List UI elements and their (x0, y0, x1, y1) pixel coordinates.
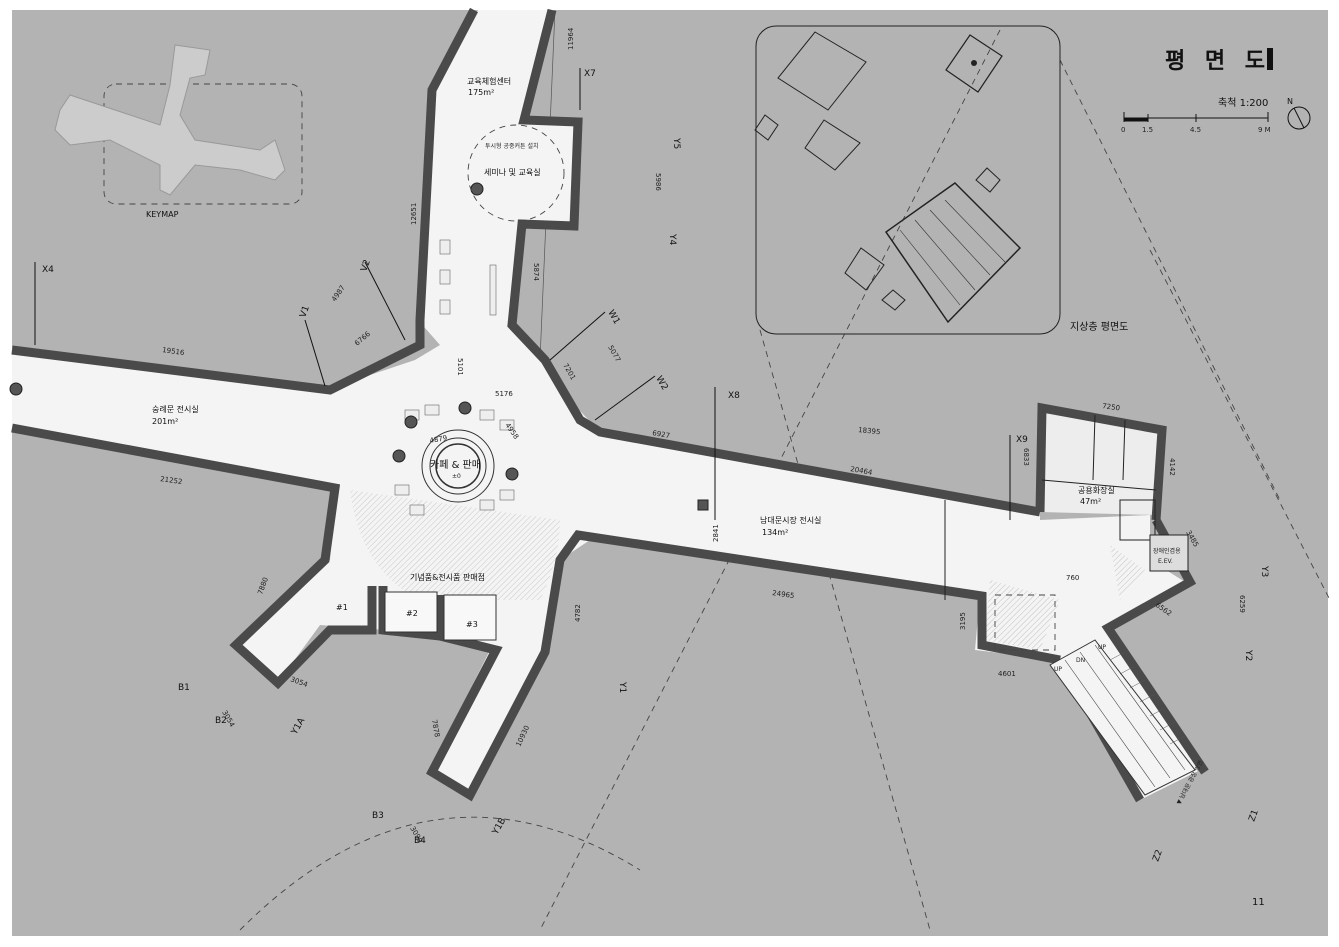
drawing-title: 평 면 도 (1165, 49, 1271, 74)
room-cafe: 카페 & 판매 (430, 459, 481, 471)
room-namdaemun-area: 134m² (762, 528, 788, 537)
scale-tick-2: 4.5 (1190, 126, 1201, 134)
dim-7878: 7878 (430, 719, 441, 738)
scale-tick-0: 0 (1121, 126, 1125, 134)
columns (9, 182, 709, 511)
room-restroom-area: 47m² (1080, 497, 1101, 506)
north-arrow (1287, 106, 1311, 130)
axis-x9: X9 (1016, 435, 1028, 445)
room-namdaemun: 남대문시장 전시실 (760, 515, 821, 525)
axis-w1: W1 (605, 309, 621, 327)
room-souvenir: 기념품&전시품 판매점 (410, 572, 485, 582)
room-sungnyemun: 숭례문 전시실 (152, 404, 199, 414)
axis-b3: B3 (372, 811, 384, 821)
dim-5874: 5874 (532, 263, 540, 281)
dim-2841: 2841 (712, 524, 720, 542)
axis-v1: V1 (298, 304, 311, 319)
dim-6259: 6259 (1238, 595, 1246, 613)
axis-b2: B2 (215, 716, 227, 726)
dim-5986: 5986 (654, 173, 662, 191)
axis-y1a: Y1A (289, 716, 307, 738)
dim-6927: 6927 (652, 429, 671, 440)
axis-x7: X7 (584, 69, 596, 79)
axis-z2: Z2 (1151, 848, 1164, 863)
shop-2: #2 (406, 609, 418, 618)
floor-hatching (350, 490, 1145, 650)
axis-y3: Y3 (1259, 565, 1269, 577)
axis-y1: Y1 (617, 681, 627, 693)
dim-4142: 4142 (1168, 458, 1176, 476)
scale-label: 축척 1:200 (1218, 97, 1268, 109)
stair-dn-label: DN (1076, 657, 1085, 664)
dim-24965: 24965 (772, 589, 795, 600)
dim-5077: 5077 (606, 344, 622, 363)
dim-18395: 18395 (858, 426, 881, 436)
scale-bar (1123, 112, 1269, 122)
room-education-center: 교육체험센터 (467, 76, 511, 86)
dim-10930: 10930 (515, 724, 532, 748)
dim-12651: 12651 (410, 203, 418, 225)
inset-ground-plan (754, 25, 1061, 335)
furniture (394, 239, 515, 516)
axis-markers (34, 68, 1011, 520)
keymap (54, 44, 303, 205)
shop-1: #1 (336, 603, 348, 612)
dim-6562: 6562 (1154, 601, 1173, 618)
cafe-level: ±0 (452, 473, 461, 480)
stair-up2-label: UP (1054, 666, 1062, 673)
elevator-label: 장애인겸용 (1153, 547, 1181, 555)
dim-5176: 5176 (495, 390, 513, 398)
elevator-shaft (1149, 534, 1189, 572)
dim-4879: 4879 (429, 434, 448, 445)
scale-tick-1: 1.5 (1142, 126, 1153, 134)
dim-760: 760 (1066, 574, 1079, 582)
dim-20464: 20464 (850, 465, 874, 477)
inset-label: 지상층 평면도 (1070, 321, 1128, 333)
east-stair (994, 594, 1196, 796)
dim-7201: 7201 (561, 362, 577, 381)
dim-11964: 11964 (567, 27, 575, 50)
dim-7250: 7250 (1102, 402, 1121, 412)
central-cafe (421, 429, 495, 503)
dim-21252: 21252 (160, 475, 183, 486)
room-sungnyemun-area: 201m² (152, 417, 178, 426)
axis-z1: Z1 (1247, 808, 1260, 823)
dim-19516: 19516 (162, 346, 186, 357)
axis-b4: B4 (414, 836, 426, 846)
dim-6833: 6833 (1022, 448, 1030, 466)
shop-3: #3 (466, 620, 478, 629)
axis-x8: X8 (728, 391, 740, 401)
room-seminar: 세미나 및 교육실 (484, 167, 541, 177)
axis-y2: Y2 (1243, 649, 1253, 661)
floor-area (12, 10, 1200, 800)
title-bar-mark (1267, 48, 1273, 70)
axis-b1: B1 (178, 683, 190, 693)
dim-4601: 4601 (998, 670, 1016, 678)
seminar-note: 투시형 공중커튼 설치 (485, 142, 539, 150)
dim-3099: 3099 (408, 825, 424, 844)
dim-6766: 6766 (353, 330, 372, 348)
axis-v2: V2 (359, 258, 372, 273)
dim-5101: 5101 (456, 358, 464, 376)
axis-y5: Y5 (671, 137, 681, 149)
dim-7880: 7880 (256, 576, 270, 595)
axis-y4: Y4 (667, 233, 677, 245)
room-restroom: 공용화장실 (1078, 485, 1115, 495)
partitions (384, 414, 1189, 641)
dim-4987: 4987 (330, 284, 347, 303)
north-label: N (1287, 97, 1293, 106)
stair-up-label: UP (1098, 644, 1106, 651)
seminar-boundary (467, 124, 565, 222)
elevator-sub-label: E.EV. (1158, 558, 1173, 565)
scale-tick-3: 9 M (1258, 126, 1271, 134)
dim-3054-b: 3054 (289, 675, 309, 689)
room-education-center-area: 175m² (468, 88, 494, 97)
axis-x4: X4 (42, 265, 54, 275)
dim-4782: 4782 (574, 604, 582, 622)
axis-w2: W2 (653, 375, 669, 393)
page-number: 11 (1252, 897, 1265, 908)
keymap-label: KEYMAP (146, 210, 179, 219)
dim-3195: 3195 (959, 612, 967, 630)
